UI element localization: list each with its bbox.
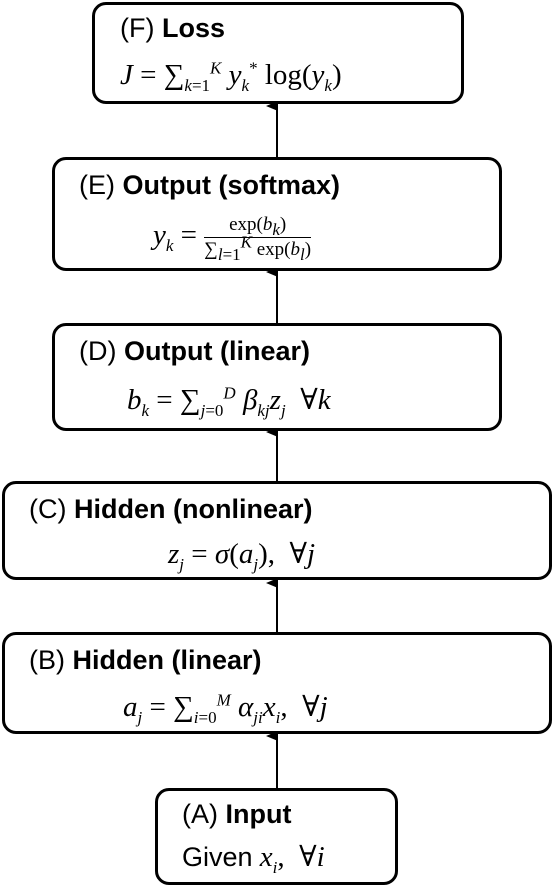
layer-b-name: Hidden (linear) — [72, 645, 262, 675]
layer-d-linear-box: (D) Output (linear) bk = ∑j=0D βkjzj ∀k — [52, 323, 502, 431]
softmax-fraction: exp(bk) ∑l=1K exp(bl) — [204, 214, 312, 264]
layer-f-name: Loss — [162, 13, 226, 43]
layer-c-label: (C) — [29, 494, 67, 524]
layer-c-title: (C) Hidden (nonlinear) — [29, 494, 313, 525]
layer-b-formula: aj = ∑i=0M αjixi, ∀j — [123, 690, 328, 727]
layer-b-label: (B) — [29, 645, 65, 675]
layer-d-formula: bk = ∑j=0D βkjzj ∀k — [127, 383, 331, 420]
layer-f-formula: J = ∑k=1K yk* log(yk) — [120, 58, 342, 95]
layer-a-label: (A) — [182, 799, 218, 829]
layer-c-formula: zj = σ(aj), ∀j — [168, 538, 316, 574]
layer-e-name: Output (softmax) — [122, 170, 340, 200]
layer-e-formula: yk = exp(bk) ∑l=1K exp(bl) — [153, 214, 312, 264]
layer-a-given: Given — [182, 842, 253, 872]
layer-a-name: Input — [225, 799, 292, 829]
layer-d-label: (D) — [79, 336, 117, 366]
layer-c-nonlinear-box: (C) Hidden (nonlinear) zj = σ(aj), ∀j — [2, 481, 552, 580]
layer-a-input-box: (A) Input Given xi, ∀i — [155, 788, 398, 885]
layer-d-title: (D) Output (linear) — [79, 336, 310, 367]
layer-c-name: Hidden (nonlinear) — [74, 494, 313, 524]
layer-d-name: Output (linear) — [124, 336, 310, 366]
layer-b-linear-box: (B) Hidden (linear) aj = ∑i=0M αjixi, ∀j — [2, 632, 552, 734]
layer-a-title: (A) Input — [182, 799, 292, 830]
layer-e-title: (E) Output (softmax) — [79, 170, 340, 201]
layer-b-title: (B) Hidden (linear) — [29, 645, 262, 676]
layer-e-softmax-box: (E) Output (softmax) yk = exp(bk) ∑l=1K … — [52, 157, 502, 271]
layer-f-label: (F) — [120, 13, 155, 43]
layer-e-label: (E) — [79, 170, 115, 200]
layer-a-formula: Given xi, ∀i — [182, 841, 325, 877]
layer-f-loss-box: (F) Loss J = ∑k=1K yk* log(yk) — [92, 2, 464, 104]
layer-f-title: (F) Loss — [120, 13, 225, 44]
